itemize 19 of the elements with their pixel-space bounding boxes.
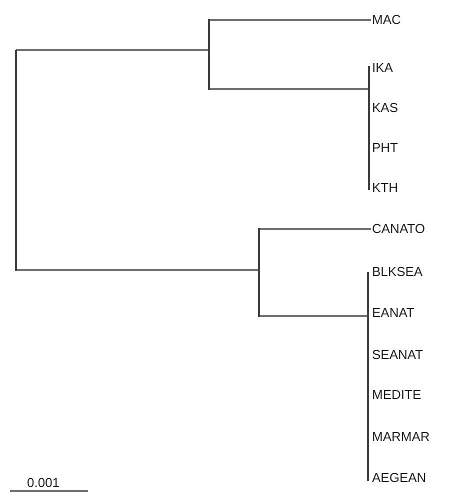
taxon-label: AEGEAN — [372, 470, 426, 486]
taxon-label: MAC — [372, 12, 401, 28]
branch-line — [209, 19, 371, 21]
taxon-label: SEANAT — [372, 347, 424, 363]
branch-line — [209, 88, 370, 90]
taxon-label: MEDITE — [372, 387, 422, 403]
scale-value: 0.001 — [27, 476, 60, 490]
branch-line — [259, 228, 371, 230]
taxon-label: IKA — [372, 60, 393, 76]
taxon-label: MARMAR — [372, 429, 430, 445]
branch-line — [16, 49, 210, 51]
taxon-label: KAS — [372, 100, 398, 116]
taxon-label: BLKSEA — [372, 264, 423, 280]
taxon-label: EANAT — [372, 305, 414, 321]
branch-line — [16, 269, 260, 271]
taxon-label: CANATO — [372, 221, 425, 237]
branch-line — [259, 315, 369, 317]
taxon-label: PHT — [372, 140, 398, 156]
taxon-label: KTH — [372, 180, 398, 196]
